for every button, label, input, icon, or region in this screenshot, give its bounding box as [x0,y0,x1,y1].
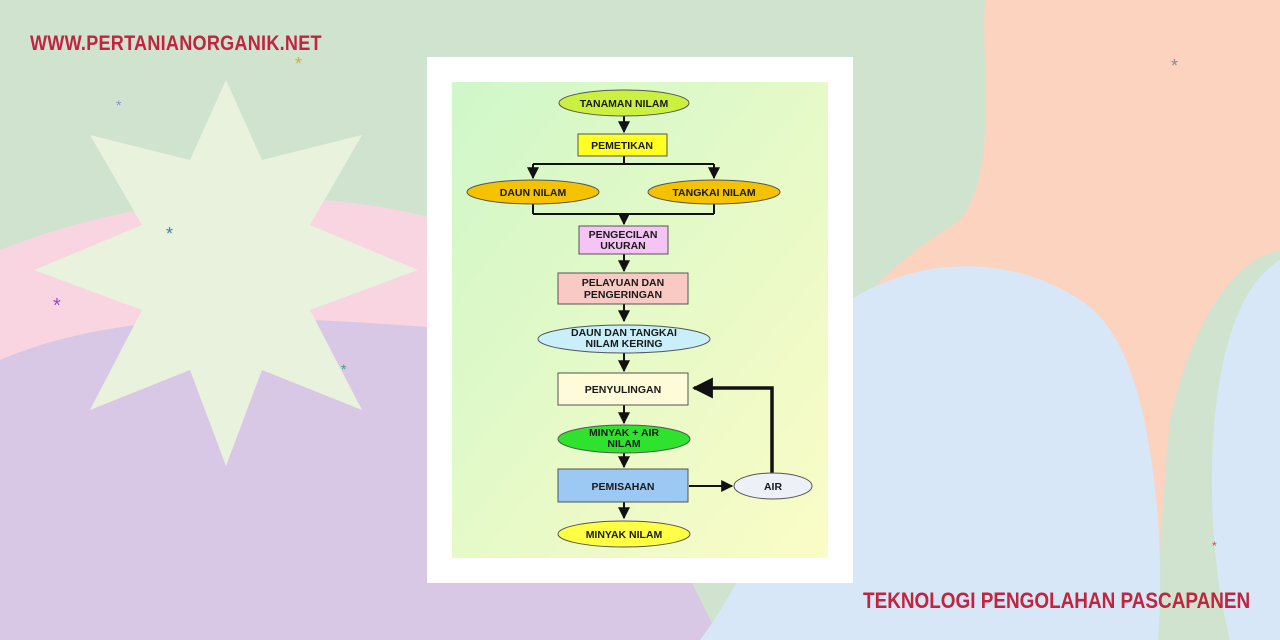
flowchart: TANAMAN NILAM PEMETIKAN DAUN NILAM TANGK… [452,82,828,558]
node-label: UKURAN [600,240,646,252]
node-label: MINYAK + AIR [589,427,660,439]
node-label: NILAM [607,438,640,450]
node-label: PENGECILAN [589,229,658,241]
node-label: DAUN DAN TANGKAI [571,327,677,339]
page-title: TEKNOLOGI PENGOLAHAN PASCAPANEN [862,588,1250,613]
star-burst-shape [34,80,418,466]
sparkle-icon: * [166,224,173,244]
sparkle-icon: * [341,361,347,377]
node-label: TANGKAI NILAM [672,187,755,199]
node-tanaman-nilam [558,89,690,117]
sparkle-icon: * [295,54,302,74]
node-daun-tangkai-kering [537,324,711,354]
node-pemetikan [577,133,668,157]
node-air [733,472,813,500]
node-daun-nilam [466,179,600,205]
node-label: PENGERINGAN [584,289,662,301]
sparkle-icon: * [53,295,61,317]
node-label: TANAMAN NILAM [580,98,669,110]
node-pemisahan [557,468,689,503]
connectors [527,116,734,520]
node-label: PENYULINGAN [585,384,661,396]
node-pelayuan-pengeringan [557,272,689,305]
node-label: DAUN NILAM [500,187,567,199]
feedback-arrow [691,377,774,474]
node-label: PEMISAHAN [591,481,654,493]
node-label: NILAM KERING [586,338,663,350]
node-minyak-air-nilam [557,424,691,454]
node-label: PEMETIKAN [591,140,653,152]
node-penyulingan [557,372,689,406]
bg-blue-right [1211,260,1280,640]
sparkle-icon: * [116,97,122,113]
node-minyak-nilam [557,520,691,548]
site-url[interactable]: WWW.PERTANIANORGANIK.NET [30,32,322,55]
node-label: AIR [764,481,783,493]
node-label: PELAYUAN DAN [582,277,664,289]
sparkle-icon: * [1171,56,1178,76]
node-pengecilan-ukuran [578,225,669,255]
node-tangkai-nilam [647,179,781,205]
node-label: MINYAK NILAM [586,529,663,541]
sparkle-icon: * [1212,539,1217,553]
